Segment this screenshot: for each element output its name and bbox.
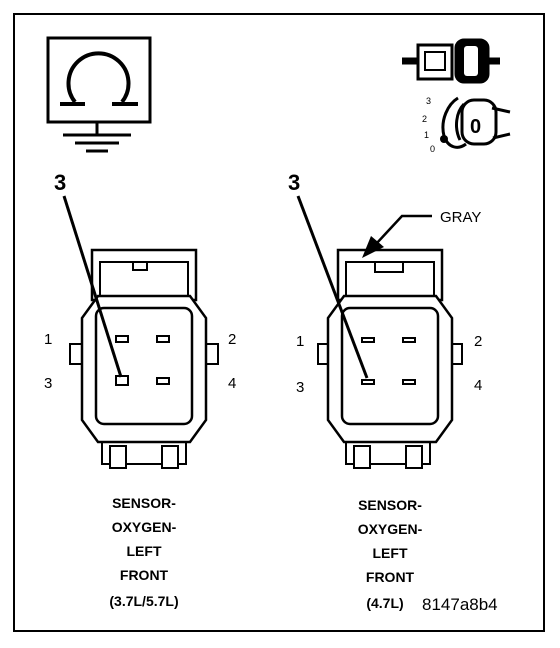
left-connector: 3 1 2 3 4 [44,170,236,469]
left-cavity-2 [156,335,170,343]
right-caption-line-4: FRONT [366,569,415,585]
right-pin-label-2: 2 [474,333,482,350]
right-caption-line-3: LEFT [373,545,408,561]
left-pin-label-2: 2 [228,331,236,348]
right-pin-label-3: 3 [296,379,304,396]
lock-key-letter: 0 [470,116,481,138]
right-caption-line-5: (4.7L) [366,595,403,611]
gray-callout-leader [375,214,432,245]
lock-scale-1: 1 [424,130,429,140]
left-caption-line-2: OXYGEN- [112,519,177,535]
figure-code: 8147a8b4 [422,595,498,614]
left-pin-label-4: 4 [228,375,236,392]
right-callout-leader [296,195,369,379]
lock-scale-3: 3 [426,96,431,106]
diagram-frame [13,13,545,632]
right-callout-number: 3 [288,170,300,195]
gray-color-label: GRAY [440,209,481,226]
left-cavity-4 [156,377,170,385]
lock-scale-2: 2 [422,114,427,124]
right-cavity-3 [361,379,375,385]
left-caption-line-3: LEFT [127,543,162,559]
right-caption-line-2: OXYGEN- [358,521,423,537]
left-caption-line-4: FRONT [120,567,169,583]
right-pin-label-4: 4 [474,377,482,394]
right-cavity-4 [402,379,416,385]
lock-key-icon: 3 2 1 0 0 [422,96,511,154]
left-pin-label-1: 1 [44,331,52,348]
left-callout-number: 3 [54,170,66,195]
left-callout-leader [62,195,123,378]
left-caption-line-1: SENSOR- [112,495,176,511]
right-caption-line-1: SENSOR- [358,497,422,513]
right-caption: SENSOR- OXYGEN- LEFT FRONT (4.7L) [358,497,423,611]
gray-callout-arrowhead [362,236,384,258]
left-caption-line-5: (3.7L/5.7L) [109,593,178,609]
left-cavity-1 [115,335,129,343]
left-pin-label-3: 3 [44,375,52,392]
left-caption: SENSOR- OXYGEN- LEFT FRONT (3.7L/5.7L) [109,495,178,609]
right-pin-label-1: 1 [296,333,304,350]
connector-pictograph-icon [402,38,500,84]
left-cavity-3 [115,375,129,386]
lock-scale-0: 0 [430,144,435,154]
right-connector: 3 GRAY 1 2 3 4 [288,170,482,469]
right-cavity-2 [402,337,416,343]
right-cavity-1 [361,337,375,343]
ground-terminal-icon [46,36,152,153]
